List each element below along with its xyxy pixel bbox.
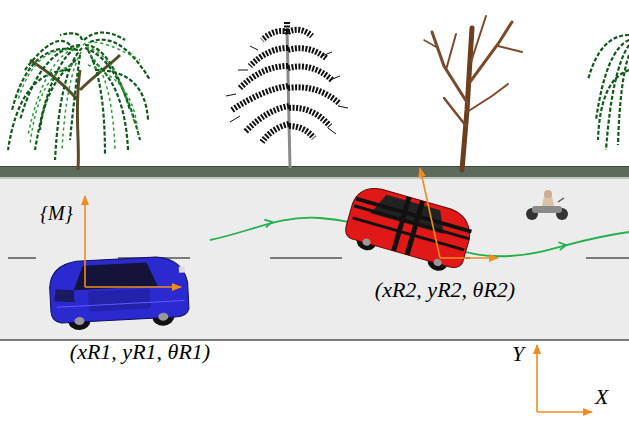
fir-tree-part-part (240, 66, 288, 88)
motorcycle-part (532, 206, 562, 213)
coordinate-frame-part (84, 196, 86, 287)
willow-tree-part (18, 42, 140, 150)
bare-tree-part (498, 46, 522, 52)
willow-tree-part-part (84, 33, 125, 41)
frame-label: {M} (40, 202, 73, 224)
road-part (0, 177, 629, 179)
fir-tree-part-part (289, 108, 330, 126)
road-part (0, 178, 629, 340)
bare-tree-part (424, 40, 438, 48)
fir-tree-part-part (262, 124, 289, 142)
willow-tree-part-part (60, 33, 82, 40)
road-part-part (8, 257, 36, 259)
trajectory-curve-part (558, 241, 566, 250)
fir-tree-part-part (226, 46, 348, 134)
road-part (0, 166, 629, 178)
blue-car-part (158, 312, 168, 321)
motorcycle-part (558, 198, 564, 202)
fir-tree-part-part (288, 87, 340, 104)
bare-tree (424, 16, 522, 170)
willow-tree-part-part (18, 50, 74, 100)
willow-tree-part-part (30, 65, 72, 145)
willow-tree-part-part (40, 60, 76, 130)
pose-label: (xR1, yR1, θR1) (70, 340, 210, 364)
blue-car-part (74, 317, 84, 326)
willow-tree-part-part (28, 47, 79, 135)
red-car-part (343, 183, 476, 270)
bare-tree-part (470, 22, 512, 82)
willow-tree-part (598, 70, 629, 140)
red-car-part (345, 183, 476, 270)
motorcycle (526, 190, 568, 220)
fir-tree-part-part (288, 67, 332, 81)
bare-tree-part (446, 34, 456, 70)
trajectory-curve-part (264, 218, 273, 227)
willow-tree-part (606, 45, 629, 150)
fir-tree-part-part (289, 126, 314, 138)
blue-car-part (54, 288, 75, 303)
willow-tree-part-part (90, 55, 115, 150)
axis-label: Y (512, 342, 524, 366)
willow-tree-part-part (70, 55, 80, 140)
road (0, 166, 629, 340)
road-part-part (586, 257, 629, 259)
road-part-part (270, 257, 342, 259)
willow-tree (588, 35, 629, 150)
coordinate-frame-part (537, 411, 592, 413)
willow-tree-part (30, 55, 120, 170)
blue-car-part (48, 255, 189, 323)
willow-tree-part-part (88, 65, 138, 135)
willow-tree-part (618, 55, 629, 145)
blue-car (48, 255, 189, 331)
bare-tree-part (444, 98, 466, 126)
fir-tree-part-part (288, 30, 312, 36)
coordinate-frame-part (536, 345, 538, 412)
willow-tree-part-part (55, 48, 82, 160)
red-car-part-part (405, 200, 425, 255)
fir-tree-part (226, 46, 348, 134)
willow-tree-part-part (86, 47, 135, 125)
road-part (0, 166, 629, 167)
coordinate-frame-part (85, 286, 181, 288)
bare-tree-part (467, 84, 508, 112)
red-car (341, 183, 476, 277)
coordinate-frame-part (440, 257, 498, 259)
willow-tree-part (8, 33, 150, 161)
pose-label: (xR2, yR2, θR2) (375, 278, 515, 302)
fir-tree-part-part (262, 31, 288, 40)
road-part (8, 257, 629, 259)
willow-tree-part-part (8, 70, 70, 150)
coordinate-frame-part (420, 168, 440, 258)
fir-tree-part-part (284, 22, 290, 34)
willow-tree-part-part (85, 45, 130, 110)
willow-tree-part-part (62, 52, 81, 150)
red-car-part (362, 238, 372, 247)
blue-car-part (57, 301, 185, 308)
willow-tree-part-part (83, 42, 140, 60)
fir-tree (226, 22, 348, 168)
red-car-part (433, 258, 443, 267)
blue-car-part (88, 288, 151, 311)
fir-tree-part-part (288, 48, 326, 58)
fir-tree-part-part (232, 86, 288, 110)
willow-tree (8, 33, 150, 171)
bare-tree-part (471, 16, 486, 62)
bare-tree-part (432, 32, 468, 104)
blue-car-part (179, 266, 185, 272)
coordinate-frame (85, 168, 592, 412)
fir-tree-part (232, 22, 340, 142)
motorcycle-part (544, 190, 552, 198)
axis-label: X (595, 385, 608, 409)
